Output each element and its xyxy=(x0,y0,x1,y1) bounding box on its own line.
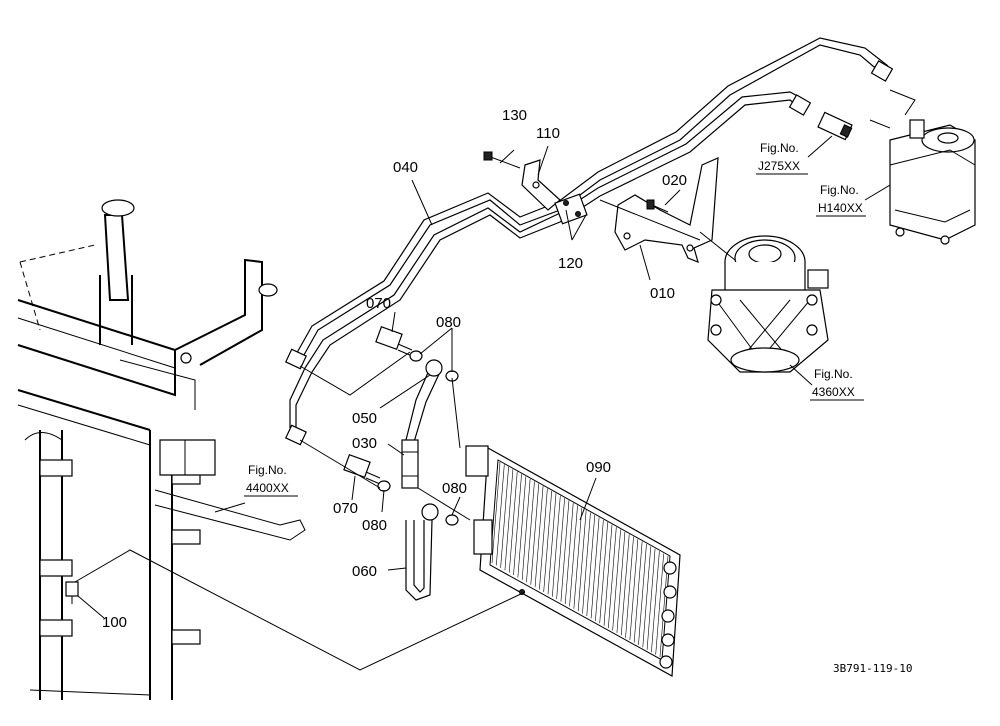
fig-ref-j275xx-code: J275XX xyxy=(758,159,800,173)
fitting-070-upper xyxy=(375,325,413,357)
cooler-fin xyxy=(646,548,656,650)
cooler-fin xyxy=(491,461,501,564)
cooler-fin xyxy=(577,510,587,612)
label-100: 100 xyxy=(102,614,127,631)
cooler-fin xyxy=(603,524,613,626)
label-080-c: 080 xyxy=(442,480,467,497)
cooler-fin xyxy=(599,522,608,624)
cooler-fin xyxy=(608,527,617,629)
cooler-fin xyxy=(556,498,565,600)
cooler-fin xyxy=(582,512,591,614)
cooler-fin xyxy=(612,529,621,631)
part-labels: 130 110 040 020 120 010 070 080 050 030 … xyxy=(102,107,687,631)
bolt-100 xyxy=(65,581,79,604)
drawing-code: 3B791-119-10 xyxy=(833,662,912,675)
fig-ref-4400xx-code: 4400XX xyxy=(246,481,289,495)
cooler-fin xyxy=(595,519,604,621)
cooler-fin xyxy=(521,478,531,580)
label-020: 020 xyxy=(662,172,687,189)
fig-ref-4400xx-title: Fig.No. xyxy=(248,463,287,477)
cooler-fin xyxy=(655,553,664,655)
label-090: 090 xyxy=(586,459,611,476)
label-120: 120 xyxy=(558,255,583,272)
label-040: 040 xyxy=(393,159,418,176)
cooler-fin xyxy=(625,536,634,638)
fig-ref-h140xx-code: H140XX xyxy=(818,201,863,215)
cooler-fin xyxy=(573,507,583,609)
cooler-fin xyxy=(539,488,548,590)
label-080-b: 080 xyxy=(362,517,387,534)
label-030: 030 xyxy=(352,435,377,452)
cooler-fin xyxy=(590,517,600,619)
cooler-fins xyxy=(491,461,669,658)
fig-ref-j275xx: Fig.No. J275XX xyxy=(756,141,808,175)
label-060: 060 xyxy=(352,563,377,580)
bracket-010 xyxy=(614,157,719,264)
cooler-fin xyxy=(547,493,557,595)
seal-080-c xyxy=(445,514,459,526)
bolt-020 xyxy=(646,199,669,213)
hose-050 xyxy=(405,359,443,443)
fig-ref-h140xx-title: Fig.No. xyxy=(820,183,859,197)
cooler-fin xyxy=(508,471,518,573)
fig-ref-h140xx: Fig.No. H140XX xyxy=(816,183,866,217)
fitting-070-lower xyxy=(343,453,381,485)
fig-ref-4360xx: Fig.No. 4360XX xyxy=(810,367,864,401)
cooler-fin xyxy=(496,464,505,566)
fig-ref-4360xx-code: 4360XX xyxy=(812,385,855,399)
cooler-fin xyxy=(633,541,643,643)
cooler-fin xyxy=(642,546,652,648)
cooler-fin xyxy=(543,490,552,592)
cooler-fin xyxy=(651,551,660,653)
cooler-fin xyxy=(552,495,561,597)
bolt-130 xyxy=(483,151,521,169)
label-110: 110 xyxy=(536,125,560,142)
label-070-upper: 070 xyxy=(366,295,391,312)
label-130: 130 xyxy=(502,107,527,124)
label-010: 010 xyxy=(650,285,675,302)
fig-ref-4360xx-title: Fig.No. xyxy=(814,367,853,381)
cooler-fin xyxy=(513,474,522,576)
pipe-040 xyxy=(284,37,894,446)
label-080-a: 080 xyxy=(436,314,461,331)
cooler-fin xyxy=(500,466,509,568)
clamp-120 xyxy=(554,193,588,225)
cooler-fin xyxy=(629,539,639,641)
compressor-4360xx xyxy=(707,235,829,373)
cooler-fin xyxy=(517,476,527,578)
cooler-fin xyxy=(569,505,578,607)
hose-060 xyxy=(405,503,439,601)
cooler-fin xyxy=(586,515,596,617)
fig-ref-j275xx-title: Fig.No. xyxy=(760,141,799,155)
fig-ref-4400xx: Fig.No. 4400XX xyxy=(244,463,298,497)
steering-unit-h140xx xyxy=(889,119,976,245)
cooler-fin xyxy=(616,531,626,633)
cooler-090 xyxy=(465,445,681,677)
cooler-fin xyxy=(620,534,630,636)
switch-j275xx xyxy=(817,111,853,141)
bracket-110 xyxy=(521,159,561,211)
joint-030 xyxy=(401,439,419,489)
label-050: 050 xyxy=(352,410,377,427)
cooler-fin xyxy=(560,500,570,602)
leader-lines xyxy=(74,89,916,671)
chassis-frame xyxy=(17,199,306,700)
seal-080-b xyxy=(377,480,391,492)
cooler-fin xyxy=(504,469,514,571)
cooler-fin xyxy=(534,486,544,588)
cooler-fin xyxy=(526,481,535,583)
cooler-fin xyxy=(564,502,574,604)
cooler-fin xyxy=(638,543,647,645)
cooler-fin xyxy=(530,483,540,585)
label-070-lower: 070 xyxy=(333,500,358,517)
